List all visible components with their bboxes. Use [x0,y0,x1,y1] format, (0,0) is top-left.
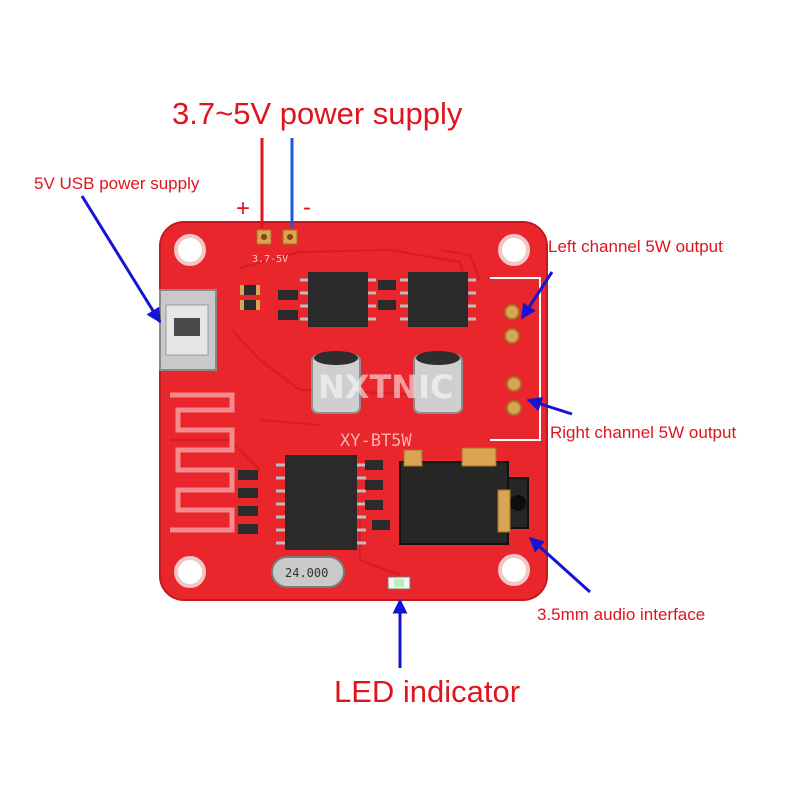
amplifier-ic-left [300,272,376,327]
speaker-terminal-outline [490,277,541,441]
arrow-usb [80,195,162,324]
arrow-audio-jack [528,536,592,594]
crystal-frequency-text: 24.000 [285,566,328,580]
watermark-text: NXTNIC [318,368,453,406]
usb-power-label: 5V USB power supply [34,174,200,193]
annotation-arrows [80,195,592,668]
mounting-hole [174,556,206,588]
power-supply-label: 3.7~5V power supply [172,96,463,131]
arrow-left-channel [520,271,554,320]
bluetooth-antenna [170,392,235,533]
smd-components [238,280,396,534]
audio-interface-label: 3.5mm audio interface [537,605,706,624]
mounting-hole [498,234,530,266]
positive-terminal-symbol: + [236,195,251,222]
negative-terminal-symbol: - [303,194,311,221]
mounting-hole [174,234,206,266]
capacitor-right [413,351,463,414]
audio-jack [399,447,529,545]
board-model-text: XY-BT5W [340,431,412,451]
amplifier-ic-right [400,272,476,327]
led-indicator-label: LED indicator [334,674,521,709]
right-channel-label: Right channel 5W output [550,423,737,442]
bluetooth-chip [276,455,366,550]
left-channel-pads [504,304,520,344]
silk-voltage-text: 3.7-5V [252,254,288,265]
mounting-hole [498,554,530,586]
arrow-right-channel [526,396,573,416]
right-channel-pads [506,376,522,416]
micro-usb-connector [159,289,217,371]
led-component [387,576,411,590]
crystal-oscillator [271,556,345,588]
left-channel-label: Left channel 5W output [548,237,723,256]
capacitor-left [311,351,361,414]
